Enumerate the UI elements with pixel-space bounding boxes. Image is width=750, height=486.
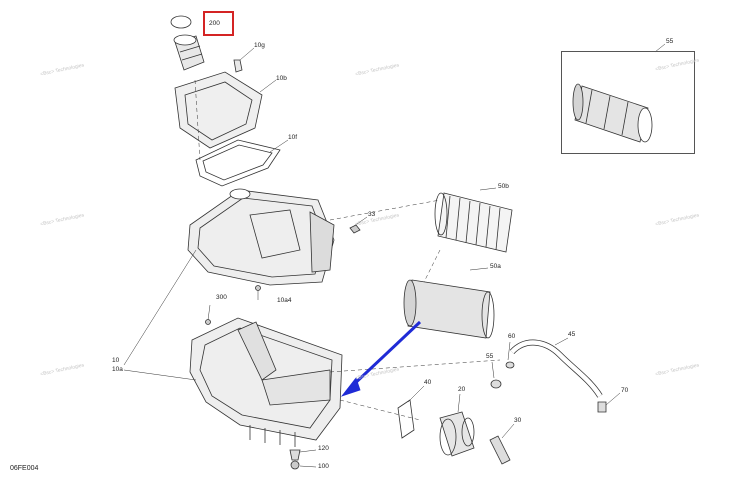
air-filter [407, 279, 491, 339]
clamp-ring [170, 15, 192, 29]
part-label: 70 [621, 387, 629, 394]
part-label: 50a [490, 263, 501, 270]
part-label: 10 [112, 357, 120, 364]
part-label: 300 [216, 294, 227, 301]
part-label: 40 [424, 379, 432, 386]
part-label: 55 [486, 353, 494, 360]
inset-filter-drawing [572, 43, 666, 143]
airbox-lower [189, 317, 343, 441]
part-label: 50b [498, 183, 509, 190]
flow-arrow [348, 320, 422, 390]
part-label: 120 [318, 445, 329, 452]
part-label: 30 [514, 417, 522, 424]
highlighted-part-label: 200 [209, 20, 220, 27]
part-label: 10b [276, 75, 287, 82]
part-label: 45 [568, 331, 576, 338]
part-label: 10g [254, 42, 265, 49]
part-label: 10a [112, 366, 123, 373]
detail-inset [561, 51, 695, 154]
outlet-boot [439, 411, 475, 457]
figure-code: 06FE004 [10, 465, 39, 472]
part-label: 100 [318, 463, 329, 470]
part-label: 33 [368, 211, 376, 218]
part-label: 60 [508, 333, 516, 340]
highlight-box: 200 [203, 11, 234, 36]
part-label: 10a4 [277, 297, 292, 304]
part-label: 10f [288, 134, 298, 141]
part-label: 20 [458, 386, 466, 393]
part-label: 55 [666, 38, 674, 45]
gasket [195, 139, 281, 187]
airbox-middle [187, 189, 335, 286]
